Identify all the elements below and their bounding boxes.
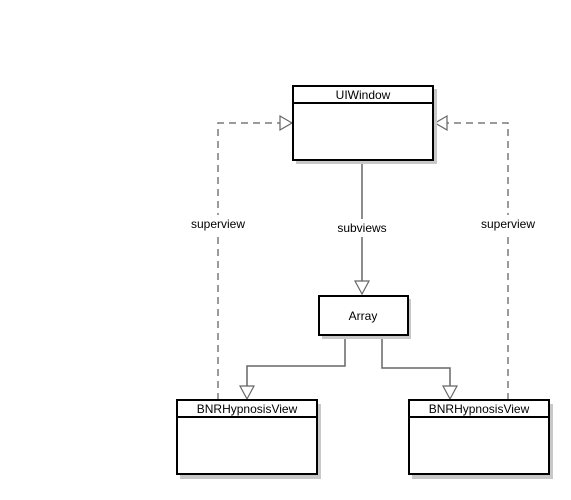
node-uiwindow: UIWindow xyxy=(292,85,437,164)
node-bnrhypnosisview-left: BNRHypnosisView xyxy=(176,399,321,479)
superview-right-label-bg xyxy=(476,215,540,233)
superview-right-arrowhead xyxy=(433,114,448,132)
subviews-label: subviews xyxy=(337,221,386,235)
edge-array-to-view-left xyxy=(238,335,346,401)
superview-left-label-bg xyxy=(186,215,250,233)
node-bnrhypnosisview-right: BNRHypnosisView xyxy=(408,399,553,479)
edge-array-to-view-right xyxy=(381,335,459,401)
edge-superview-left: superview xyxy=(186,114,294,400)
array-to-view-left-line xyxy=(246,335,346,386)
view-left-title: BNRHypnosisView xyxy=(197,402,298,416)
superview-left-arrowhead xyxy=(279,114,294,132)
array-title: Array xyxy=(349,309,378,323)
view-right-title: BNRHypnosisView xyxy=(429,402,530,416)
superview-right-label: superview xyxy=(481,217,535,231)
superview-right-line xyxy=(447,122,509,400)
edge-subviews: subviews xyxy=(334,160,390,296)
node-array: Array xyxy=(318,295,411,339)
view-right-box xyxy=(408,399,550,475)
edge-superview-right: superview xyxy=(433,114,540,400)
subviews-arrowhead xyxy=(353,280,371,296)
array-to-view-right-arrowhead xyxy=(441,385,459,401)
superview-left-line xyxy=(217,122,280,400)
uiwindow-box xyxy=(292,85,434,161)
array-to-view-left-arrowhead xyxy=(238,385,256,401)
array-box xyxy=(318,295,409,336)
array-to-view-right-line xyxy=(381,335,451,386)
view-left-box xyxy=(176,399,318,475)
subviews-label-bg xyxy=(334,219,390,237)
uiwindow-title: UIWindow xyxy=(336,88,391,102)
superview-left-label: superview xyxy=(191,217,245,231)
